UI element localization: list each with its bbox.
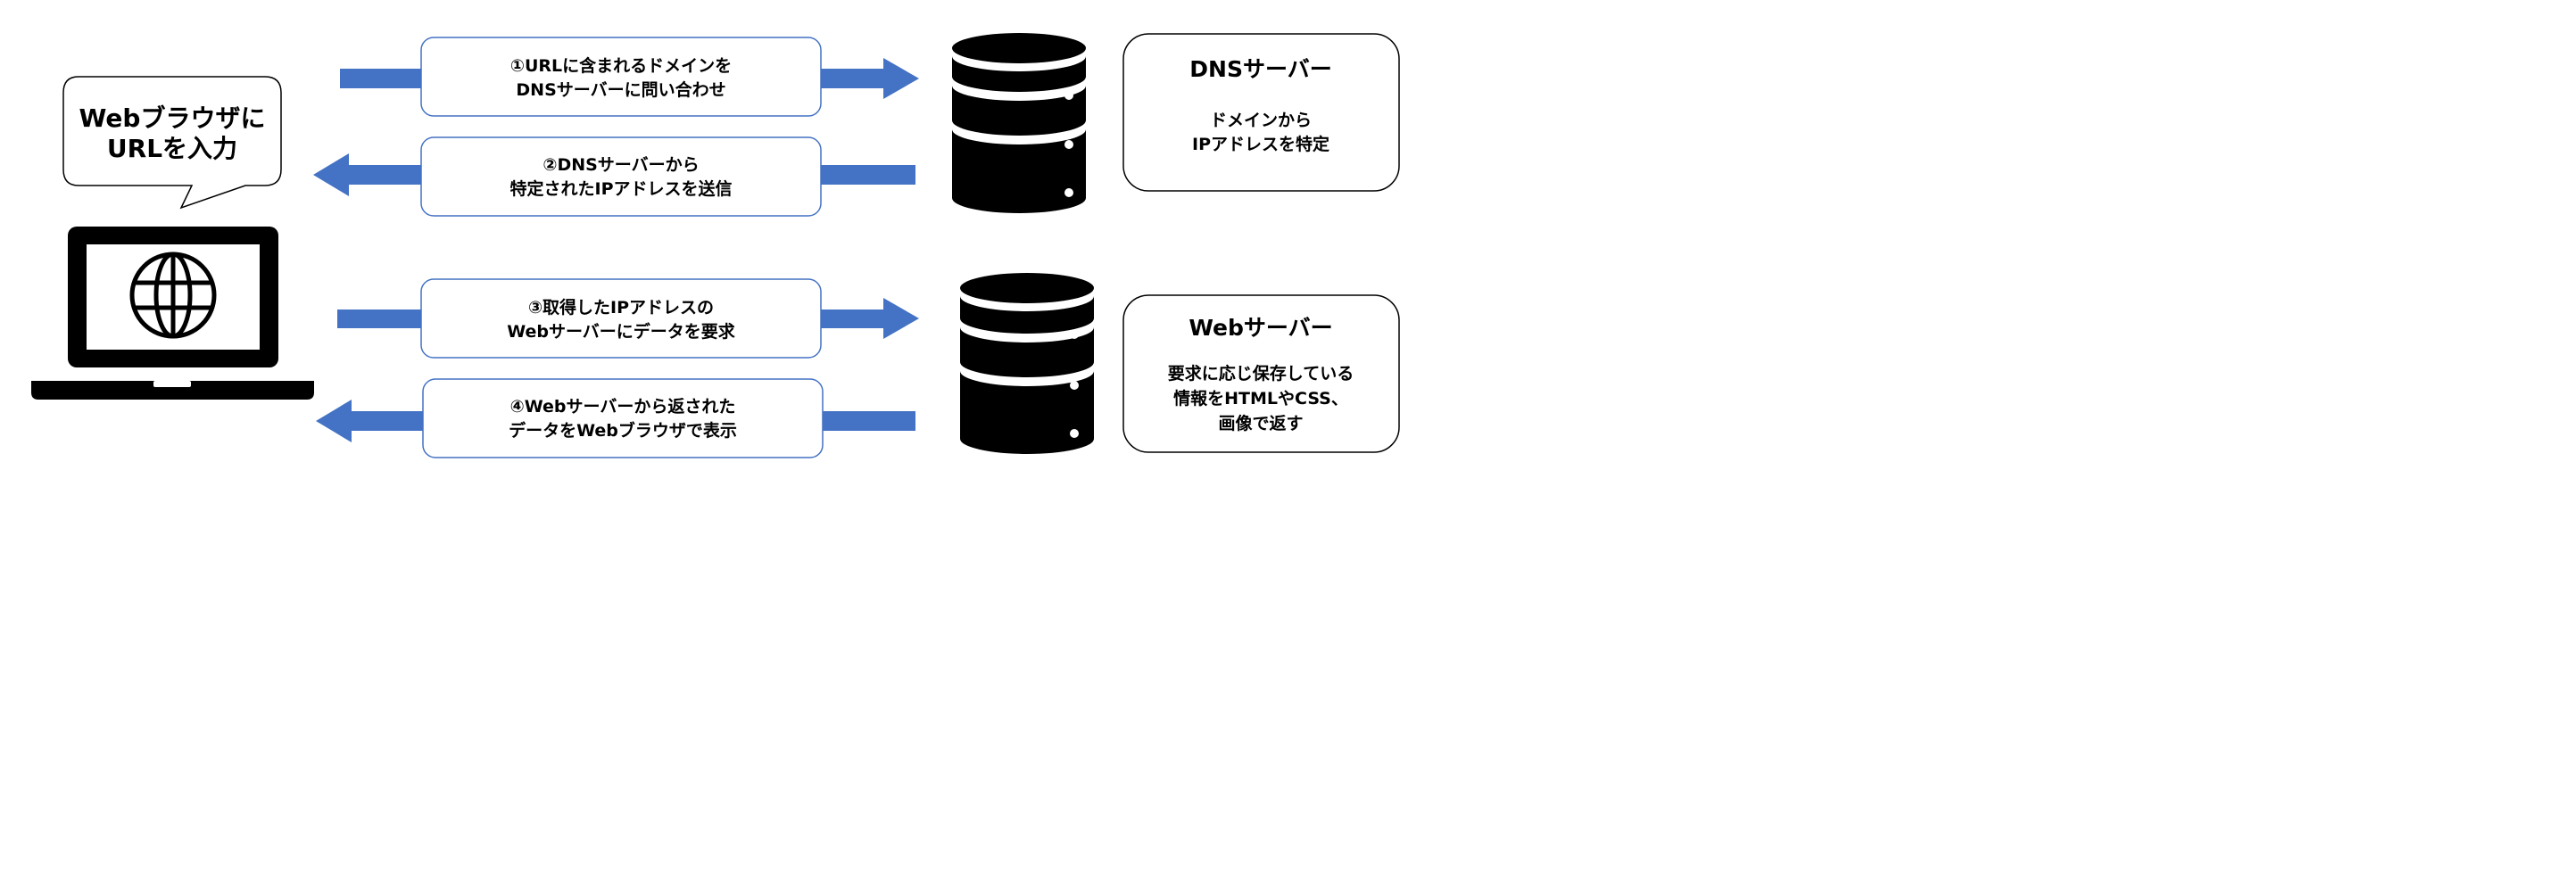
dns-server-title: DNSサーバー	[1189, 56, 1331, 82]
step-2-box: ②DNSサーバーから 特定されたIPアドレスを送信	[420, 136, 822, 217]
dns-server-description-line-2: IPアドレスを特定	[1192, 134, 1329, 154]
speech-bubble-line-1: Webブラウザに	[79, 103, 266, 133]
dns-server-icon	[952, 33, 1086, 213]
web-server-description-line-1: 要求に応じ保存している	[1168, 363, 1354, 384]
step-2-line-2: 特定されたIPアドレスを送信	[510, 178, 733, 199]
step-1-line-2: DNSサーバーに問い合わせ	[516, 79, 725, 100]
web-server-title: Webサーバー	[1189, 315, 1332, 341]
step-1-line-1: ①URLに含まれるドメインを	[510, 55, 732, 76]
web-server-description-box: Webサーバー 要求に応じ保存している 情報をHTMLやCSS、 画像で返す	[1122, 294, 1400, 453]
speech-bubble-line-2: URLを入力	[107, 134, 237, 163]
laptop-icon	[31, 227, 314, 400]
web-server-description-line-3: 画像で返す	[1218, 413, 1303, 433]
step-3-line-1: ③取得したIPアドレスの	[528, 297, 714, 318]
step-4-line-1: ④Webサーバーから返された	[510, 397, 736, 417]
speech-bubble: Webブラウザに URLを入力	[62, 76, 282, 210]
step-3-line-2: Webサーバーにデータを要求	[507, 321, 736, 342]
dns-web-flow-diagram: Webブラウザに URLを入力 ①URLに含まれるドメインを DNSサーバーに問…	[31, 33, 1400, 458]
dns-server-description-box: DNSサーバー ドメインから IPアドレスを特定	[1122, 33, 1400, 192]
web-server-description-line-2: 情報をHTMLやCSS、	[1173, 388, 1348, 408]
web-server-icon	[960, 273, 1094, 454]
step-3-box: ③取得したIPアドレスの Webサーバーにデータを要求	[420, 278, 822, 359]
dns-server-description-line-1: ドメインから	[1210, 111, 1312, 130]
globe-icon	[129, 252, 217, 339]
step-2-line-1: ②DNSサーバーから	[543, 155, 699, 175]
step-4-box: ④Webサーバーから返された データをWebブラウザで表示	[422, 378, 824, 458]
step-4-line-2: データをWebブラウザで表示	[509, 420, 737, 441]
step-1-box: ①URLに含まれるドメインを DNSサーバーに問い合わせ	[420, 37, 822, 117]
